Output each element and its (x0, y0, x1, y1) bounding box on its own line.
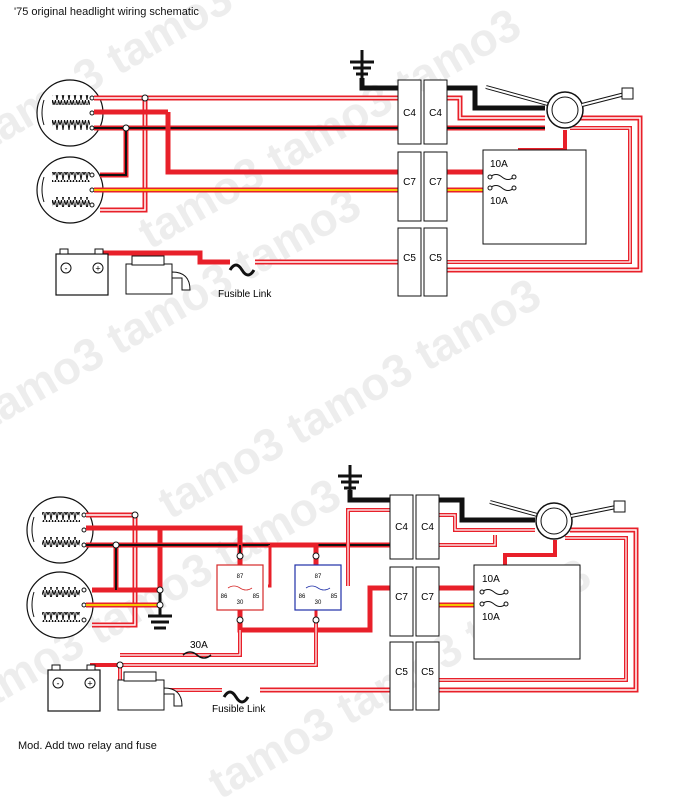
fuse-box-top: 10A 10A (482, 149, 587, 245)
original-schematic: C4 C4 C7 C7 C5 C5 10A 10A (36, 50, 643, 300)
fusible-link-icon (228, 263, 256, 277)
starter-motor-icon (125, 255, 191, 295)
inline-fuse-label: 30A (190, 640, 208, 651)
fuse-label: 10A (482, 574, 500, 585)
headlamp-lower (36, 156, 104, 224)
relay-pin-label: 87 (237, 574, 244, 580)
headlight-switch-icon-mod (489, 500, 626, 540)
battery-positive-label: + (95, 264, 100, 274)
headlamp-upper-mod (26, 496, 94, 564)
headlamp-upper (36, 79, 104, 147)
battery-icon-mod: - + (47, 664, 101, 712)
relay-right: 87 86 30 85 (294, 564, 342, 611)
connector-label: C5 (421, 667, 434, 678)
bottom-wires (86, 490, 639, 693)
ground-icon (350, 50, 374, 78)
relay-pin-label: 87 (315, 574, 322, 580)
connector-label: C5 (403, 253, 416, 264)
fuse-label: 10A (490, 196, 508, 207)
connector-label: C7 (403, 177, 416, 188)
connector-c7-mod: C7 C7 (389, 566, 440, 637)
headlight-switch-icon (485, 85, 634, 129)
relay-left: 87 86 30 85 (216, 564, 264, 611)
relay-pin-label: 86 (299, 594, 306, 600)
fusible-link-label-mod: Fusible Link (212, 704, 266, 715)
connector-label: C5 (395, 667, 408, 678)
fusible-link-label: Fusible Link (218, 289, 272, 300)
connector-label: C7 (395, 592, 408, 603)
relay-pin-label: 30 (315, 600, 322, 606)
connector-c4-mod: C4 C4 (389, 494, 440, 560)
connector-label: C7 (421, 592, 434, 603)
ground-icon-lamps (148, 614, 172, 630)
ground-icon-mod (338, 465, 362, 490)
fuse-box-mod: 10A 10A (473, 564, 581, 660)
relay-pin-label: 85 (331, 594, 338, 600)
headlamp-lower-mod (26, 571, 94, 639)
connector-c4-top: C4 C4 (397, 79, 448, 145)
relay-pin-label: 30 (237, 600, 244, 606)
connector-label: C4 (429, 108, 442, 119)
connector-label: C4 (403, 108, 416, 119)
relay-pin-label: 86 (221, 594, 228, 600)
connector-c5-mod: C5 C5 (389, 641, 440, 711)
starter-motor-icon-mod (117, 671, 183, 711)
fuse-label: 10A (490, 159, 508, 170)
battery-negative-label: - (65, 264, 68, 274)
connector-c7-top: C7 C7 (397, 151, 448, 222)
battery-icon: - + (55, 248, 109, 296)
connector-label: C7 (429, 177, 442, 188)
connector-c5-top: C5 C5 (397, 227, 448, 297)
fusible-link-icon-mod (222, 690, 250, 704)
diagram-caption-modified: Mod. Add two relay and fuse (18, 740, 157, 752)
connector-label: C4 (421, 522, 434, 533)
modified-schematic: 87 86 30 85 87 86 30 85 C4 C4 C7 C7 (26, 465, 639, 715)
connector-label: C4 (395, 522, 408, 533)
fuse-label: 10A (482, 612, 500, 623)
inline-fuse-icon (182, 651, 212, 659)
battery-negative-label: - (57, 679, 60, 689)
relay-pin-label: 85 (253, 594, 260, 600)
connector-label: C5 (429, 253, 442, 264)
battery-positive-label: + (87, 679, 92, 689)
diagram-caption-original: '75 original headlight wiring schematic (14, 6, 199, 18)
